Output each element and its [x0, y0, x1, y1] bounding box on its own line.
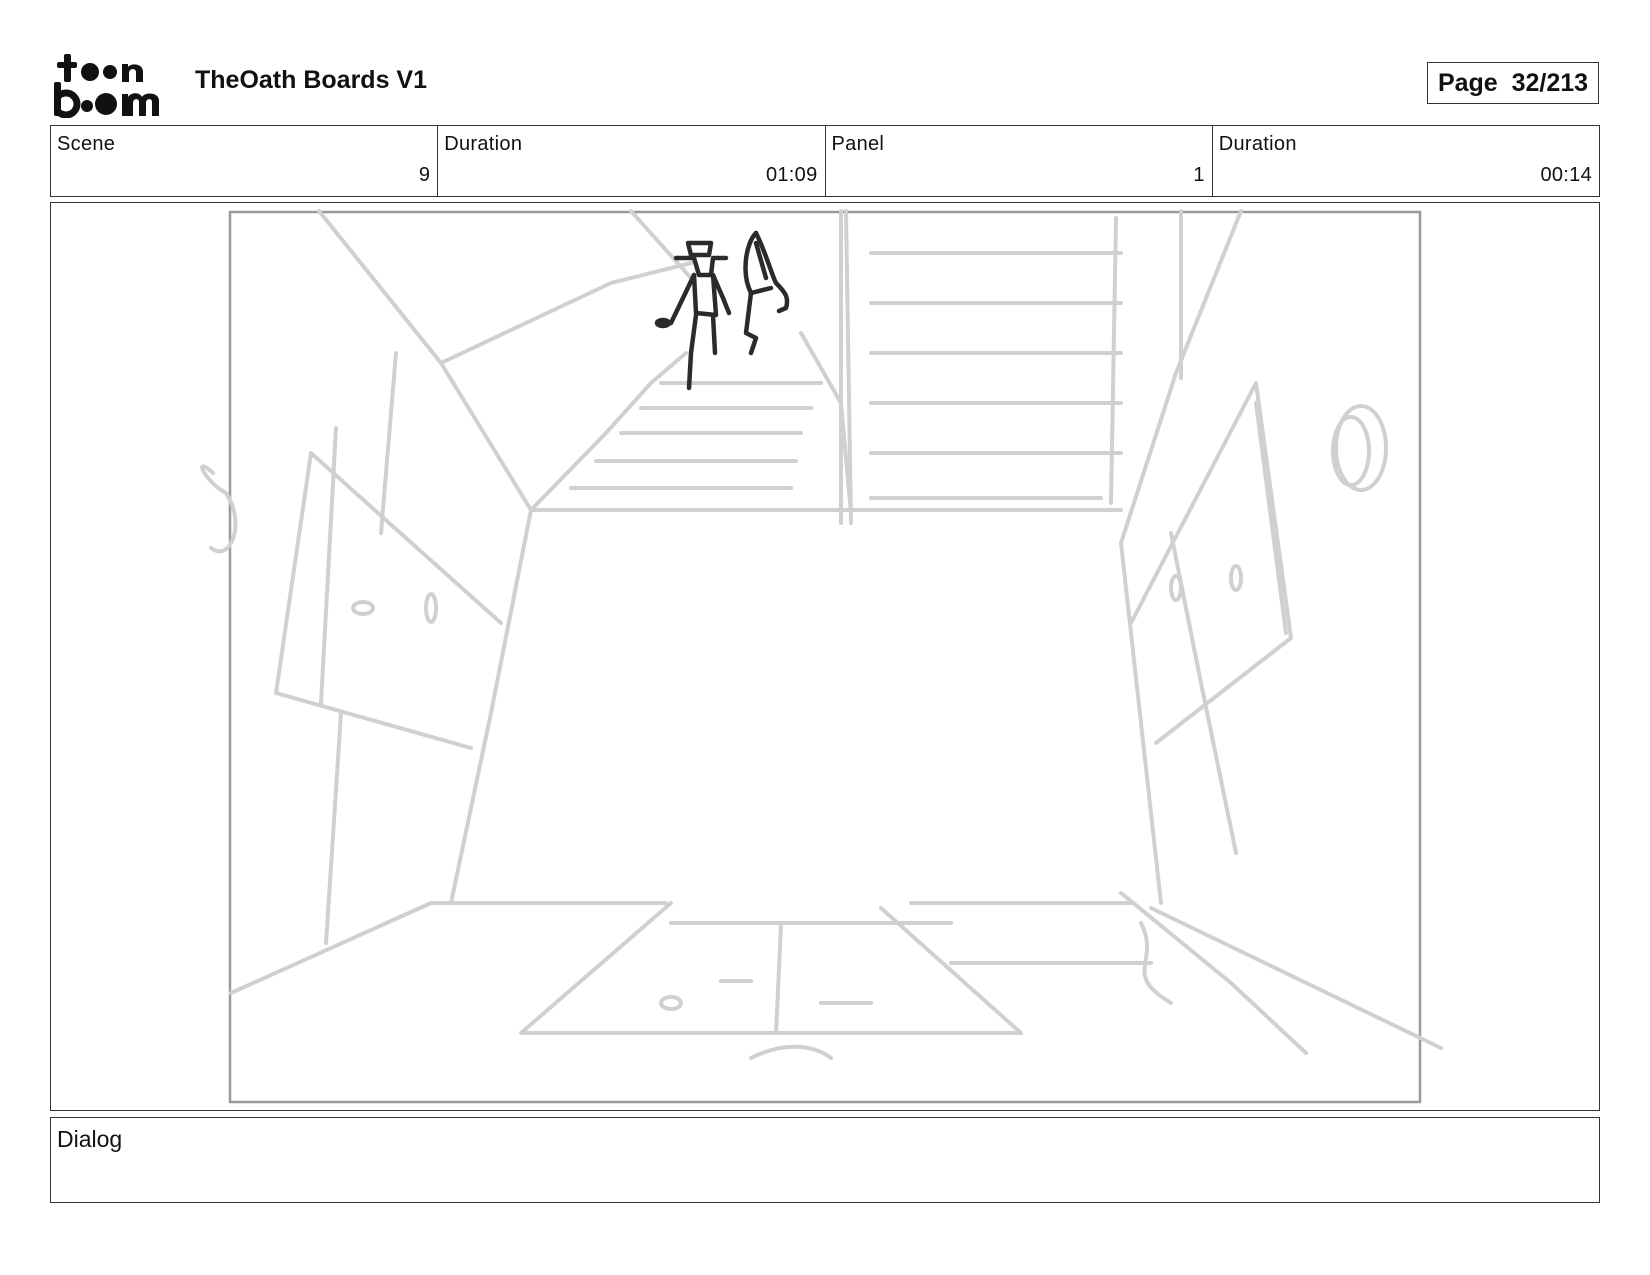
- scene-duration-cell: Duration 01:09: [438, 126, 826, 196]
- panel-value: 1: [1193, 164, 1205, 186]
- scene-duration-value: 01:09: [765, 164, 818, 186]
- panel-duration-value: 00:14: [1540, 164, 1592, 186]
- panel-info-row: Scene 9 Duration 01:09 Panel 1 Duration …: [50, 125, 1600, 197]
- panel-duration-label: Duration: [1218, 133, 1297, 155]
- scene-duration-label: Duration: [444, 133, 523, 155]
- storyboard-panel: [50, 202, 1600, 1111]
- toon-boom-logo: [51, 52, 172, 119]
- dialog-box: Dialog: [50, 1117, 1600, 1203]
- scene-cell: Scene 9: [51, 126, 439, 196]
- page-indicator: Page 32/213: [1427, 62, 1599, 104]
- scene-value: 9: [418, 164, 431, 186]
- panel-label: Panel: [831, 133, 885, 155]
- document-title: TheOath Boards V1: [195, 66, 427, 94]
- panel-duration-cell: Duration 00:14: [1213, 126, 1599, 196]
- panel-cell: Panel 1: [826, 126, 1213, 196]
- dialog-label: Dialog: [57, 1126, 123, 1152]
- hallway-stairs-sketch-icon: [200, 209, 1443, 1104]
- scene-label: Scene: [57, 133, 116, 155]
